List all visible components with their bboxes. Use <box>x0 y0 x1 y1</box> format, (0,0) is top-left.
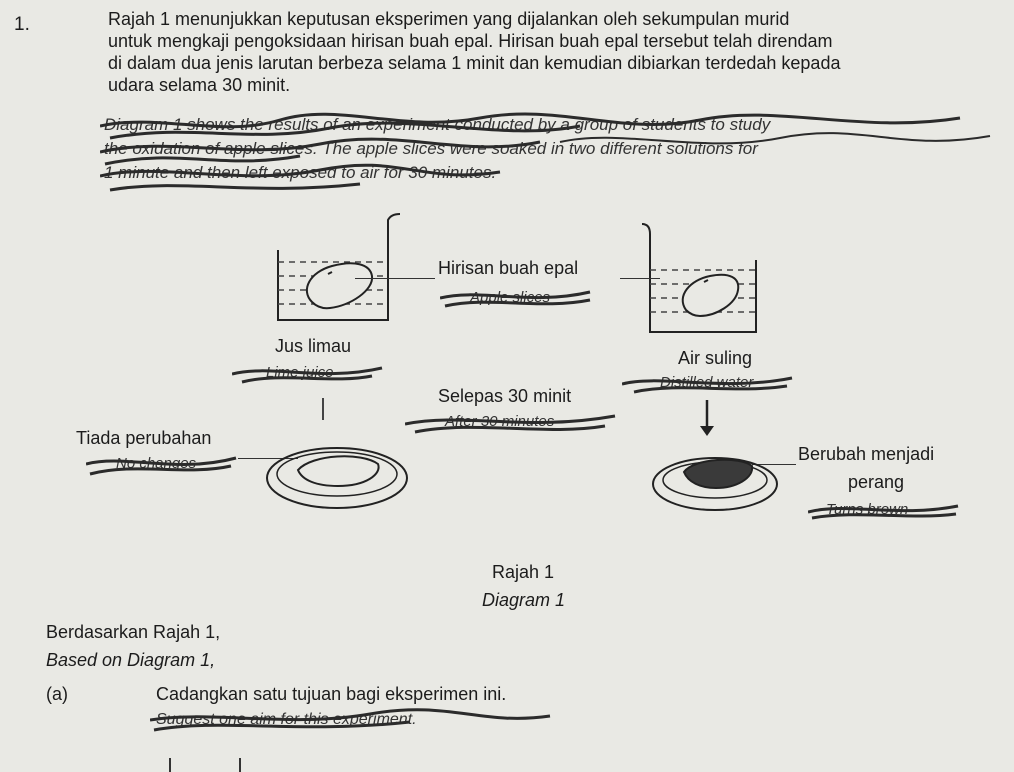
diagram-caption-ms: Rajah 1 <box>492 562 555 582</box>
scribble-overlay: Diagram 1 shows the results of an experi… <box>99 112 991 192</box>
bottom-tick-marks <box>169 758 241 772</box>
after-time-label: Selepas 30 minit <box>438 386 572 406</box>
right-result-label-line1: Berubah menjadi <box>798 444 935 464</box>
based-on-ms: Berdasarkan Rajah 1, <box>46 622 221 642</box>
scribbled-line-2: the oxidation of apple slices. The apple… <box>104 139 759 158</box>
right-solution-label: Air suling <box>678 348 753 368</box>
right-petri-dish <box>652 457 778 511</box>
left-petri-dish <box>266 447 408 509</box>
browned-apple-slice <box>682 458 754 490</box>
pointer-line-left-result <box>238 458 298 459</box>
right-beaker <box>641 223 757 333</box>
left-result-label: Tiada perubahan <box>76 428 212 448</box>
question-number: 1. <box>14 14 30 35</box>
left-beaker <box>277 213 401 321</box>
apple-slice-left <box>305 262 374 310</box>
question-intro: Rajah 1 menunjukkan keputusan eksperimen… <box>108 8 988 96</box>
right-arrow-down-icon <box>700 400 714 436</box>
right-result-label-line2: perang <box>848 472 905 492</box>
pointer-line-left <box>355 278 435 279</box>
part-a-prompt-ms: Cadangkan satu tujuan bagi eksperimen in… <box>156 684 507 704</box>
apple-slice-right <box>681 273 740 318</box>
right-result-label-en: Turns brown <box>807 496 968 529</box>
left-result-label-en: No changes <box>85 450 246 485</box>
intro-line-2: untuk mengkaji pengoksidaan hirisan buah… <box>108 31 833 51</box>
part-label: (a) <box>46 684 68 704</box>
left-arrow <box>322 398 324 420</box>
pointer-line-right-result <box>752 464 796 465</box>
apple-slice-label: Hirisan buah epal <box>438 258 579 278</box>
diagram-caption-en: Diagram 1 <box>482 590 566 610</box>
pointer-line-right <box>620 278 660 279</box>
after-time-label-en: After 30 minutes <box>404 408 625 443</box>
left-solution-label-en: Lime juice <box>231 360 392 391</box>
intro-line-1: Rajah 1 menunjukkan keputusan eksperimen… <box>108 9 790 29</box>
part-a-prompt-en: Suggest one aim for this experiment. <box>149 706 570 741</box>
fresh-apple-slice <box>296 455 380 488</box>
based-on-en: Based on Diagram 1, <box>46 650 216 670</box>
right-solution-label-en: Distilled water <box>621 370 802 401</box>
left-solution-label: Jus limau <box>275 336 352 356</box>
intro-line-3: di dalam dua jenis larutan berbeza selam… <box>108 53 841 73</box>
scribbled-english-intro: Diagram 1 shows the results of an experi… <box>99 108 1000 198</box>
apple-slice-label-en: Apple slices <box>439 284 600 317</box>
intro-line-4: udara selama 30 minit. <box>108 75 291 95</box>
